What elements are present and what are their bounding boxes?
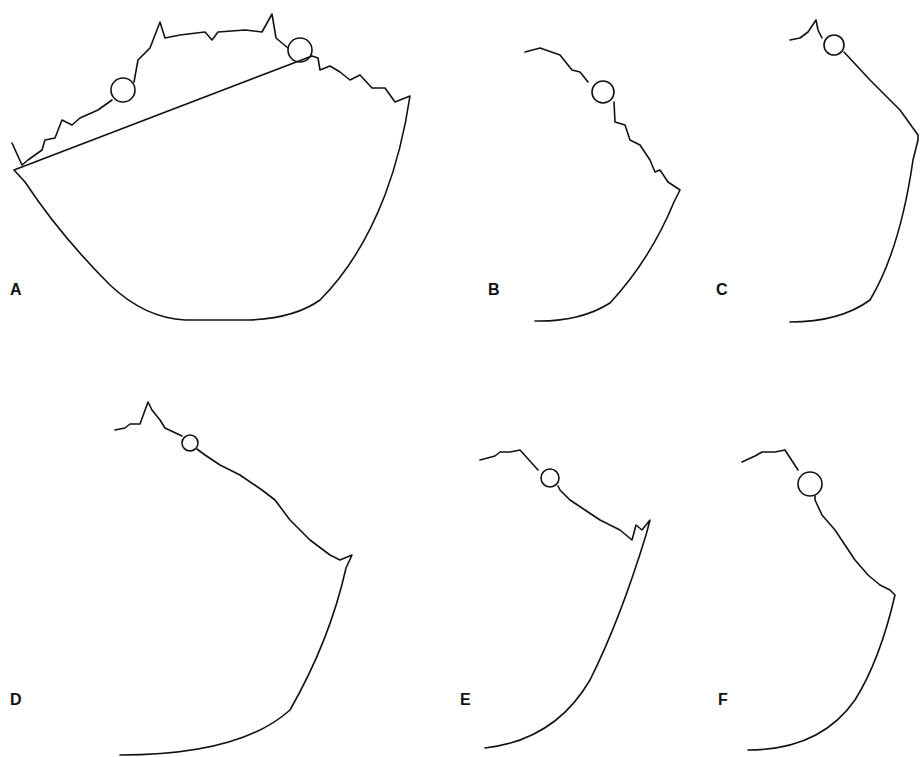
carapace-outline	[525, 48, 680, 321]
carapace-outline	[480, 450, 650, 748]
orbit	[798, 472, 822, 496]
orbit	[592, 81, 614, 103]
orbit	[288, 38, 312, 62]
figure-letter: F	[718, 692, 728, 708]
carapace-outline	[790, 20, 918, 322]
orbit	[824, 35, 844, 55]
figure-letter: B	[488, 282, 500, 298]
carapace-outline	[115, 402, 352, 755]
orbit	[111, 78, 135, 102]
orbit	[541, 469, 559, 487]
orbit	[182, 435, 198, 451]
figure-letter: D	[10, 692, 22, 708]
figure-letter: A	[10, 282, 22, 298]
figure-letter: C	[716, 282, 728, 298]
carapace-outline	[12, 14, 410, 320]
figure-letter: E	[460, 692, 471, 708]
carapace-outline	[742, 450, 895, 750]
